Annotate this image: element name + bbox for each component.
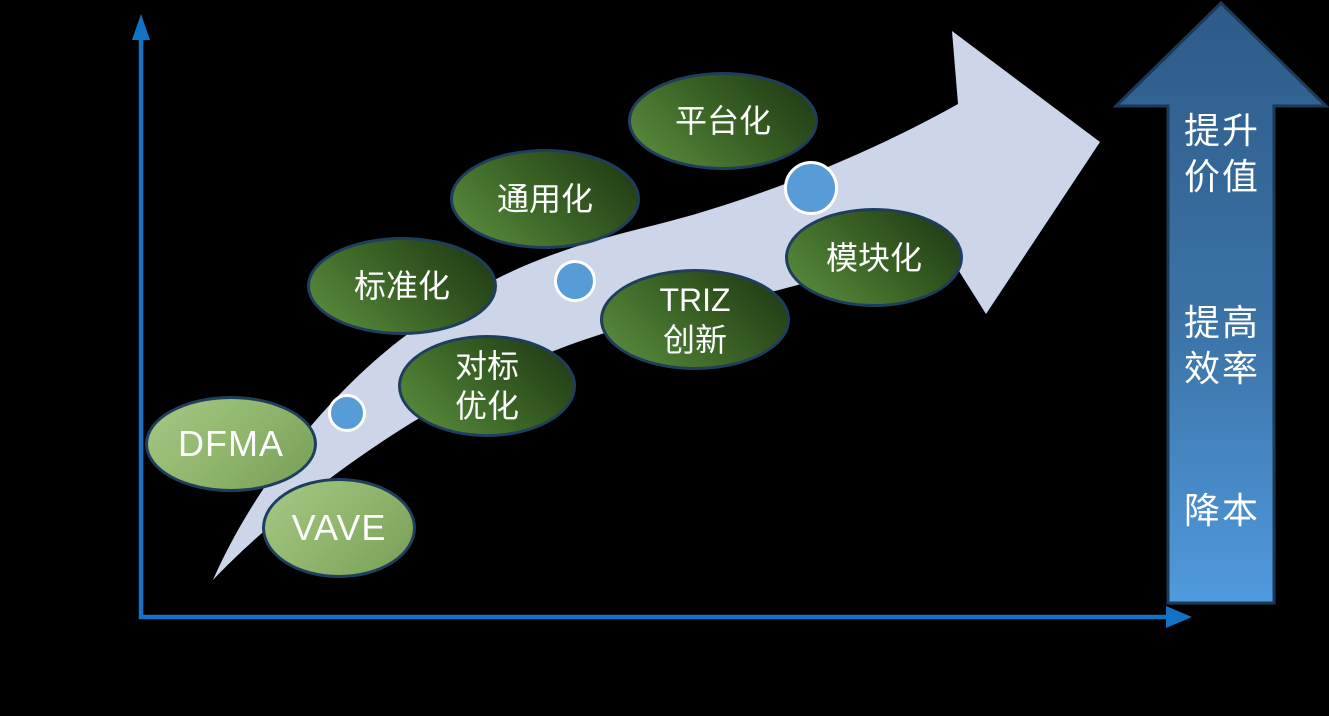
bubble-pingtaihua: 平台化 (628, 72, 818, 170)
xy-axes-line (138, 38, 1170, 620)
milestone-dot-3 (784, 161, 838, 215)
value-arrow-label-tigao-xiaolv: 提高 效率 (1183, 302, 1260, 389)
y-axis-arrowhead-icon (132, 14, 150, 40)
bubble-tongyonghua: 通用化 (450, 149, 640, 249)
bubble-label: DFMA (178, 423, 284, 464)
bubble-label: 模块化 (825, 239, 922, 276)
bubble-triz-chuangxin: TRIZ 创新 (600, 269, 790, 370)
bubble-label: 通用化 (496, 181, 593, 217)
bubble-label-line1: 对标 (454, 348, 519, 384)
milestone-dot-2 (554, 260, 596, 302)
bubble-vave: VAVE (262, 478, 416, 578)
bubble-label: 标准化 (353, 268, 450, 304)
bubble-duibiao-youhua: 对标 优化 (398, 335, 576, 437)
bubble-label-line2: 优化 (454, 388, 519, 424)
value-up-arrow (1112, 0, 1329, 605)
bubble-dfma: DFMA (145, 396, 317, 492)
bubble-label-line2: 创新 (662, 321, 727, 358)
bubble-mokuaihua: 模块化 (785, 208, 963, 307)
bubble-biaozhunhua: 标准化 (307, 237, 497, 335)
bubble-label: VAVE (291, 507, 387, 548)
bubble-label: 平台化 (674, 103, 771, 139)
milestone-dot-1 (328, 394, 366, 432)
x-axis-arrowhead-icon (1166, 606, 1192, 628)
value-arrow-label-jiangben: 降本 (1183, 490, 1260, 531)
value-arrow-label-tisheng-jiazhi: 提升 价值 (1183, 110, 1260, 197)
bubble-label-line1: TRIZ (659, 281, 731, 318)
